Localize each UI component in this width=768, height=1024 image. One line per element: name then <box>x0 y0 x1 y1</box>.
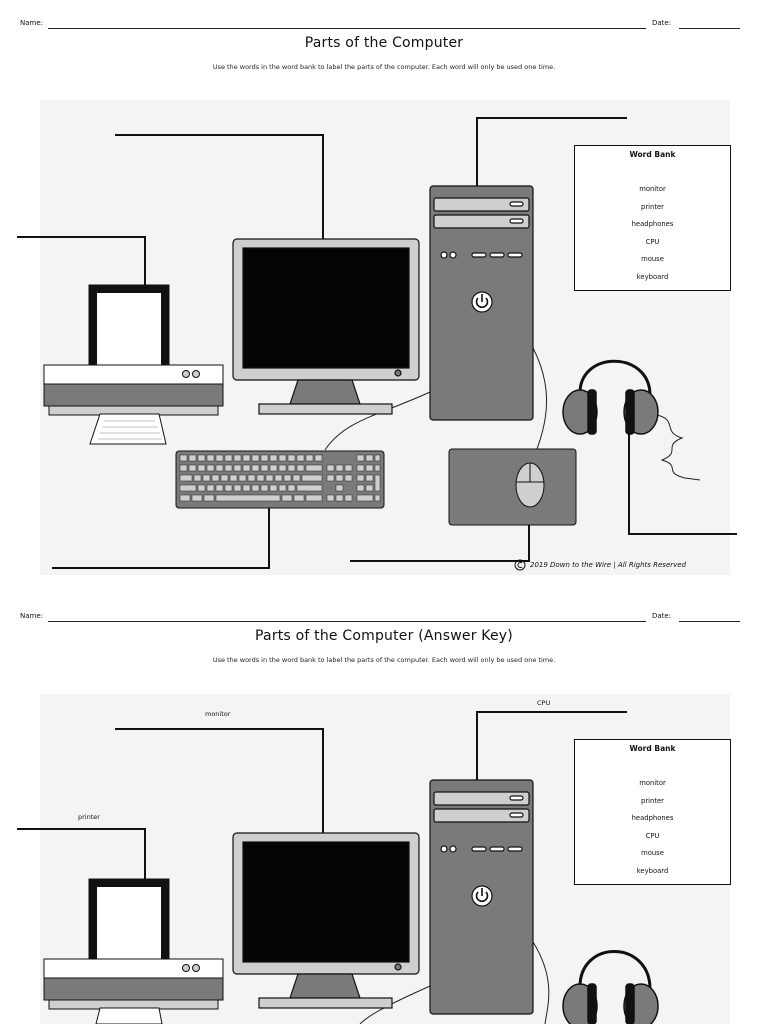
word-bank-item: CPU <box>645 831 660 840</box>
headphones <box>562 950 659 1024</box>
word-bank-item: headphones <box>631 814 674 823</box>
headphone-cable <box>656 414 701 481</box>
cpu-label-line <box>476 117 627 186</box>
word-bank-item: printer <box>641 202 664 211</box>
name-label: Name: <box>20 19 44 27</box>
power-icon <box>471 885 493 907</box>
copyright-icon <box>514 559 526 571</box>
answer-monitor: monitor <box>205 710 231 718</box>
word-bank-title: Word Bank <box>629 150 676 159</box>
word-bank: Word Bank monitor printer headphones CPU… <box>574 145 731 291</box>
monitor <box>232 238 420 415</box>
date-label: Date: <box>652 612 672 620</box>
monitor-label-line <box>115 134 324 240</box>
cpu-tower <box>429 185 534 421</box>
monitor <box>232 832 420 1009</box>
printer-label-line <box>17 828 146 879</box>
headphones-label-line <box>628 418 737 535</box>
word-bank-list: monitor printer headphones CPU mouse key… <box>575 775 730 881</box>
header-row: Name: Date: <box>0 16 768 30</box>
date-line[interactable] <box>679 621 740 622</box>
monitor-label-line <box>115 728 324 834</box>
printer <box>43 878 224 1024</box>
word-bank-item: monitor <box>639 185 666 193</box>
mousepad <box>448 448 577 526</box>
date-label: Date: <box>652 19 672 27</box>
instructions: Use the words in the word bank to label … <box>212 63 556 71</box>
word-bank-item: keyboard <box>636 866 669 875</box>
instructions: Use the words in the word bank to label … <box>212 656 556 664</box>
printer-label-line <box>17 236 146 285</box>
keyboard-cable <box>324 391 431 451</box>
word-bank-item: headphones <box>631 220 674 229</box>
computer-illustration <box>17 100 737 575</box>
printer <box>43 284 224 445</box>
word-bank-item: monitor <box>639 779 666 787</box>
power-icon <box>471 291 493 313</box>
mouse-cable <box>532 941 550 1024</box>
name-line[interactable] <box>48 621 646 622</box>
copyright-notice: 2019 Down to the Wire | All Rights Reser… <box>530 561 687 569</box>
page-title: Parts of the Computer <box>304 35 464 51</box>
word-bank-item: mouse <box>641 255 664 264</box>
headphones <box>562 359 659 435</box>
computer-illustration <box>17 694 730 1024</box>
page-title: Parts of the Computer (Answer Key) <box>255 628 513 644</box>
answer-cpu: CPU <box>537 699 551 707</box>
word-bank-item: printer <box>641 796 664 805</box>
word-bank: Word Bank monitor printer headphones CPU… <box>574 739 731 885</box>
word-bank-list: monitor printer headphones CPU mouse key… <box>575 181 730 287</box>
answer-printer: printer <box>78 813 100 821</box>
label-lines <box>17 711 627 879</box>
name-line[interactable] <box>48 28 646 29</box>
answer-key-page: Name: Date: Parts of the Computer (Answe… <box>0 594 768 1024</box>
word-bank-item: mouse <box>641 849 664 858</box>
word-bank-title: Word Bank <box>629 744 676 753</box>
word-bank-item: keyboard <box>636 272 669 281</box>
word-bank-item: CPU <box>645 237 660 246</box>
keyboard <box>175 450 385 509</box>
worksheet-page: Name: Date: Parts of the Computer Use th… <box>0 16 768 575</box>
keyboard-label-line <box>52 508 270 569</box>
keyboard-keys <box>179 454 381 502</box>
mouse <box>515 462 545 508</box>
cpu-tower <box>429 779 534 1015</box>
date-line[interactable] <box>679 28 740 29</box>
cpu-label-line <box>476 711 627 780</box>
name-label: Name: <box>20 612 44 620</box>
header-row: Name: Date: <box>0 609 768 623</box>
